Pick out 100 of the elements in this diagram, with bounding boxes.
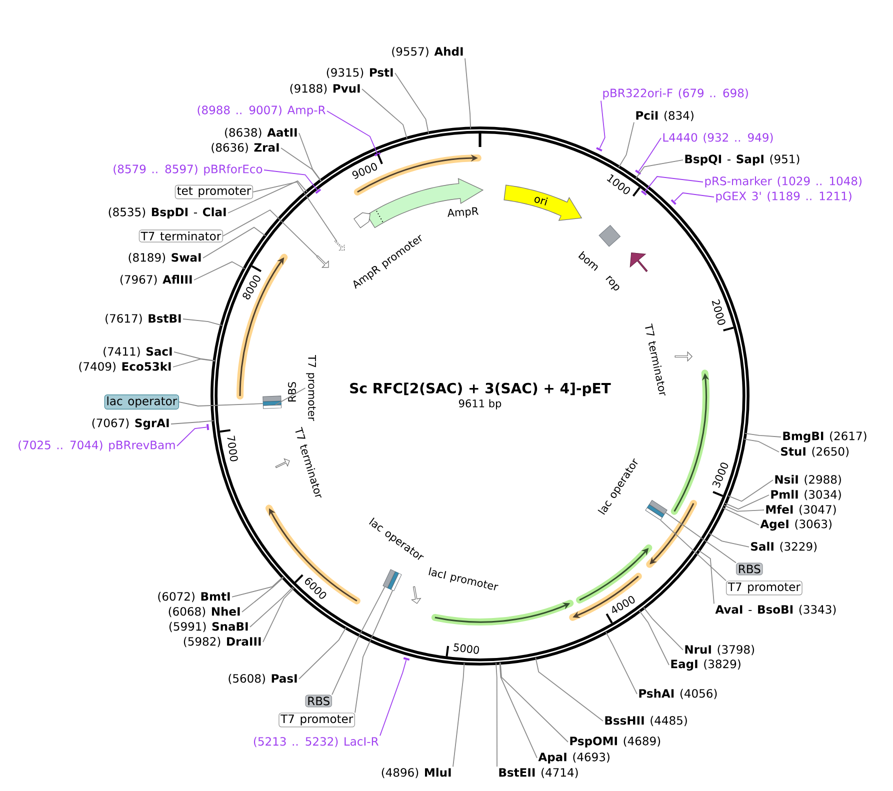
primer-label: pGEX 3' (1189 .. 1211) (716, 191, 852, 203)
feature-label: T7 promoter (726, 580, 802, 596)
leader-line (326, 110, 378, 154)
site-label: BmgBI (2617) (783, 431, 866, 443)
site-label: MfeI (3047) (766, 504, 836, 516)
leader-line (380, 660, 407, 736)
leader-line (452, 662, 465, 768)
feature-label: T7 terminator (138, 230, 224, 242)
leader-line (605, 631, 638, 694)
primer-label: (5213 .. 5232) LacI-R (254, 736, 378, 748)
leader-line (635, 160, 684, 180)
leader-line (172, 358, 216, 368)
leader-line (698, 550, 714, 604)
site-label: (9557) AhdI (392, 46, 463, 58)
leader-line (674, 192, 714, 202)
feature-mark (645, 507, 662, 520)
leader-line (222, 209, 318, 256)
primer-label: (8579 .. 8597) pBRforEco (114, 164, 262, 176)
leader-line (638, 138, 662, 172)
feature-arc (569, 572, 642, 621)
tick-label: 3000 (712, 462, 728, 488)
site-label: StuI (2650) (781, 446, 849, 458)
leader-line (264, 170, 318, 191)
feature-arc (670, 370, 710, 515)
leader-line (665, 512, 736, 564)
feature-symbol (316, 255, 329, 268)
primer-site-mark (403, 657, 410, 661)
leader-line (354, 590, 393, 714)
leader-line (170, 420, 214, 424)
feature-symbol (630, 252, 648, 272)
tick-label: 2000 (712, 299, 726, 325)
primer-site-mark (670, 199, 676, 205)
leader-line (178, 402, 264, 406)
tick-label: 7000 (227, 436, 238, 462)
leader-line (250, 586, 294, 628)
site-label: (5982) DraIII (184, 636, 261, 648)
leader-line (182, 318, 223, 326)
primer-site-mark (206, 424, 210, 430)
primer-label: (8988 .. 9007) Amp-R (198, 105, 326, 117)
site-label: (8638) AatII (225, 128, 297, 138)
site-label: (8636) ZraI (212, 142, 279, 154)
feature-label: AmpR (448, 207, 479, 218)
leader-line (500, 662, 568, 742)
site-label: EagI (3829) (671, 659, 740, 671)
leader-line (743, 438, 780, 452)
leader-line (298, 132, 322, 182)
site-label: (5991) SnaBI (169, 622, 248, 632)
leader-line (362, 88, 408, 140)
leader-line (744, 432, 782, 438)
site-label: AgeI (3063) (760, 519, 832, 531)
feature-label: lacI promoter (428, 567, 498, 590)
site-label: (6072) BmtI (158, 592, 230, 602)
primer-label: pRS-marker (1029 .. 1048) (705, 176, 862, 188)
site-label: (7067) SgrAI (92, 418, 169, 430)
site-label: (7409) Eco53kI (79, 362, 171, 372)
feature-arc (266, 504, 360, 604)
feature-mark (262, 396, 282, 402)
feature-label: rop (606, 276, 620, 290)
site-label: (6068) NheI (168, 606, 240, 618)
site-label: BssHII (4485) (605, 716, 687, 726)
site-label: (8535) BspDI - ClaI (108, 207, 226, 219)
leader-line (232, 576, 284, 598)
feature-mark (262, 404, 282, 409)
site-label: (7967) AflIII (120, 274, 192, 286)
feature-mark (390, 573, 402, 592)
primer-label: pBR322ori-F (679 .. 698) (603, 88, 748, 100)
site-label: (9315) PstI (326, 68, 393, 78)
feature-mark (382, 569, 396, 588)
site-label: SalI (3229) (751, 542, 817, 552)
site-label: (7617) BstBI (106, 314, 181, 324)
site-label: BspQI - SapI (951) (685, 154, 800, 166)
feature-arc (354, 154, 482, 196)
site-label: (5608) PasI (228, 674, 297, 684)
leader-line (618, 122, 634, 168)
primer-site-mark (640, 190, 647, 196)
tick-label: 5000 (453, 643, 479, 654)
leader-line (660, 520, 726, 582)
leader-line (176, 426, 208, 446)
leader-line (174, 352, 216, 362)
feature-label: T7 terminator (645, 323, 666, 396)
leader-line (599, 100, 606, 149)
tick-label: 4000 (612, 596, 635, 614)
leader-line (280, 148, 322, 182)
leader-line (298, 626, 347, 680)
leader-line (638, 610, 670, 666)
feature-arc (646, 500, 698, 568)
site-label: (4896) MluI (382, 768, 451, 778)
tick-label: 9000 (352, 162, 378, 179)
site-label: PspOMI (4689) (570, 736, 660, 748)
leader-line (275, 388, 306, 406)
leader-line (724, 494, 770, 510)
leader-line (262, 588, 294, 642)
site-label: ApaI (4693) (538, 752, 610, 764)
feature-label: lac operator (104, 394, 180, 410)
site-label: BstEII (4714) (499, 768, 578, 778)
leader-line (722, 507, 760, 526)
site-label: NsiI (2988) (775, 474, 841, 486)
feature-symbol (334, 240, 345, 250)
leader-line (228, 180, 308, 214)
leader-line (194, 261, 246, 280)
